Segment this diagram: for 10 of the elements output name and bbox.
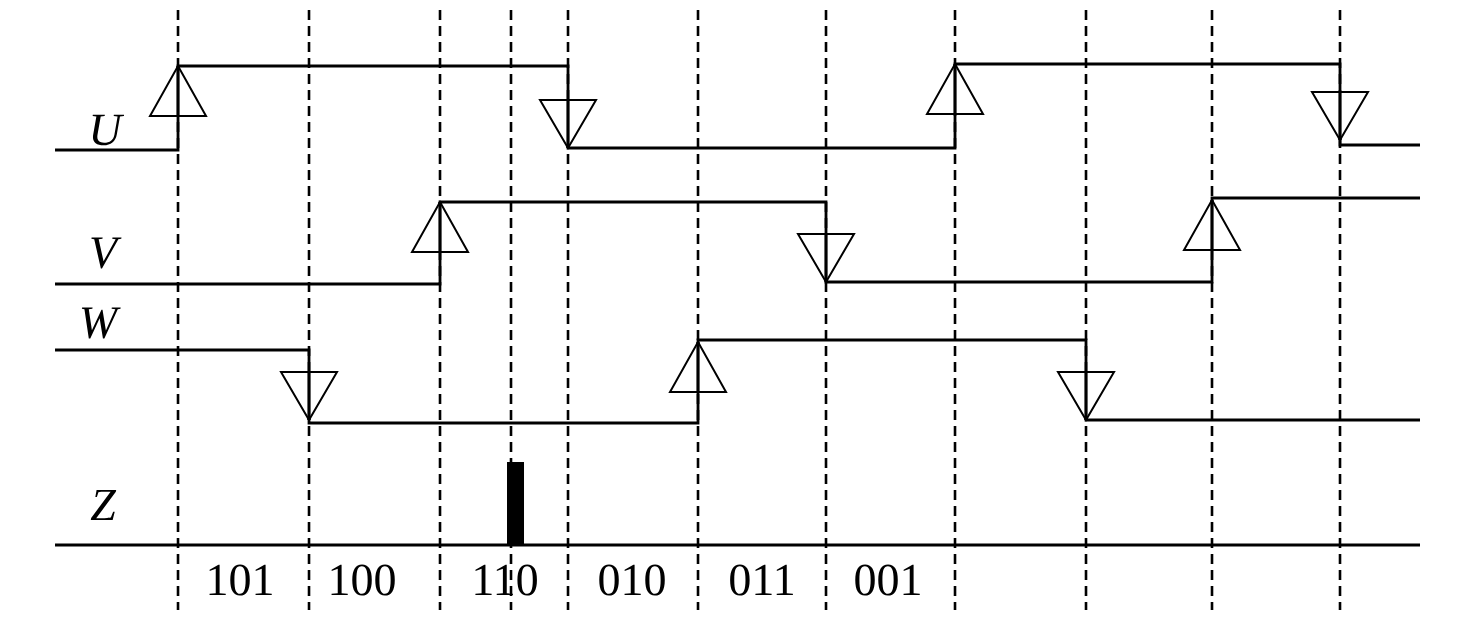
state-code: 011 <box>730 564 793 596</box>
signal-name: W <box>81 307 121 339</box>
signal-name: U <box>92 114 125 146</box>
state-code: 001 <box>855 564 920 596</box>
signal-name: V <box>91 237 122 269</box>
state-code: 110 <box>475 564 537 596</box>
signal-name: Z <box>90 489 117 521</box>
state-code: 010 <box>599 564 665 596</box>
state-code: 100 <box>331 564 395 596</box>
state-code: 101 <box>209 564 272 596</box>
